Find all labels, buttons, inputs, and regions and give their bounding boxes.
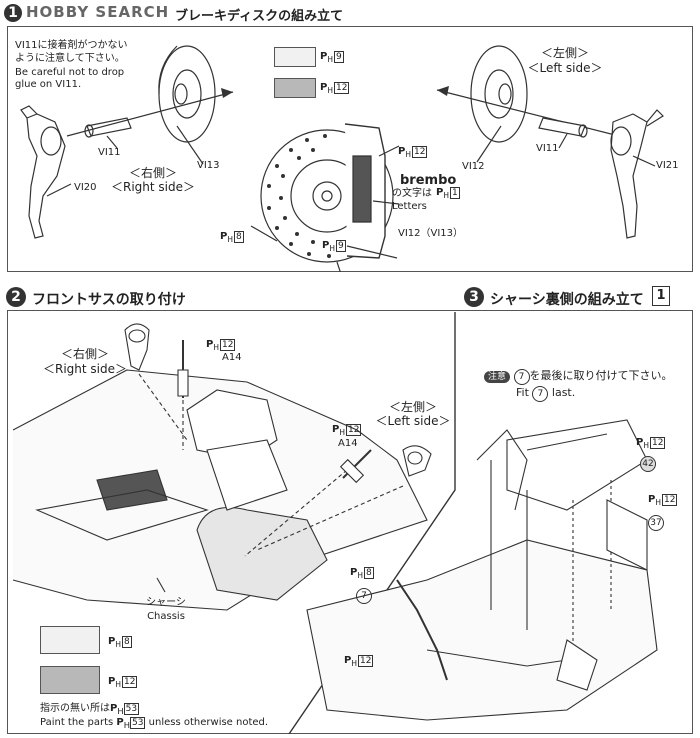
swatch-color-8 <box>40 626 100 654</box>
step1-left-side-jp: ＜左側＞ <box>540 46 589 60</box>
step2-left-side-jp: ＜左側＞ <box>388 400 437 414</box>
part-vi20: VI20 <box>74 182 97 193</box>
step1-number: 1 <box>4 4 22 22</box>
step1-note-en-1: Be careful not to drop <box>15 67 125 78</box>
chassis-en: Chassis <box>147 611 185 622</box>
part-vi13: VI13 <box>197 160 220 171</box>
step1-right-side-jp: ＜右側＞ <box>128 166 177 180</box>
brembo-word: brembo <box>400 173 457 188</box>
part-vi21: VI21 <box>656 160 679 171</box>
step2-right-side-jp: ＜右側＞ <box>60 347 109 361</box>
part-vi12: VI12 <box>462 161 485 172</box>
part-vi11-left: VI11 <box>536 143 559 154</box>
step23-drawing <box>7 310 693 734</box>
part-37: 37 <box>648 510 664 531</box>
step2-left-side-en: ＜Left side＞ <box>375 414 451 428</box>
brembo-en: Letters <box>392 201 427 212</box>
step2-number: 2 <box>6 287 26 307</box>
swatch-color-12 <box>274 78 316 98</box>
part-a14-left: A14 <box>338 438 358 449</box>
step3-number: 3 <box>464 287 484 307</box>
part-vi11-right: VI11 <box>98 147 121 158</box>
part-a14-right: A14 <box>222 352 242 363</box>
step1-note-jp-2: ように注意して下さい。 <box>15 53 125 64</box>
part-42: 42 <box>640 451 656 472</box>
part-7: 7 <box>356 583 372 604</box>
hobby-search-watermark: HOBBY SEARCH <box>26 3 170 21</box>
page-number: 1 <box>652 286 670 306</box>
step2-right-side-en: ＜Right side＞ <box>42 362 127 376</box>
step1-title: ブレーキディスクの組み立て <box>175 9 344 24</box>
step1-left-side-en: ＜Left side＞ <box>527 61 603 75</box>
step1-note-jp-1: VI11に接着剤がつかない <box>15 40 128 51</box>
step3-title: シャーシ裏側の組み立て <box>490 292 644 308</box>
brembo-jp: の文字は <box>392 188 432 199</box>
chassis-jp: シャーシ <box>146 597 186 608</box>
step1-note-en-2: glue on VI11. <box>15 79 82 90</box>
step1-right-side-en: ＜Right side＞ <box>110 180 195 194</box>
step2-title: フロントサスの取り付け <box>32 292 186 308</box>
fit-last-line: Fit 7 last. <box>516 386 575 402</box>
step1-drawing <box>7 26 693 272</box>
caution-badge: 注意 <box>484 371 511 383</box>
swatch-color-9 <box>274 47 316 67</box>
rotor-label: VI12（VI13） <box>398 228 464 239</box>
swatch-color-12b <box>40 666 100 694</box>
